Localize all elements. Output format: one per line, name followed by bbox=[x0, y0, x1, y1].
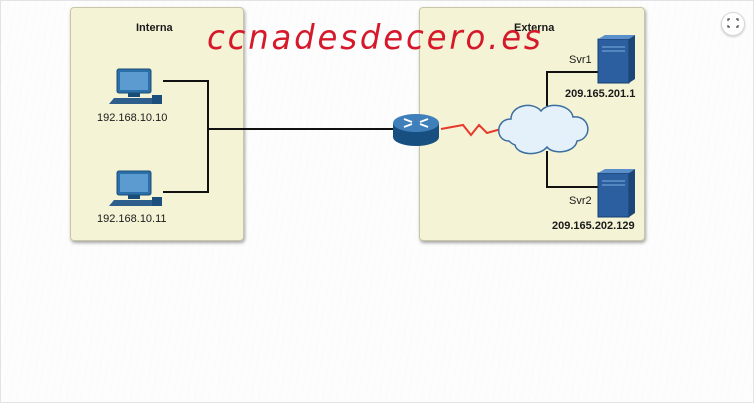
zone-externa-title: Externa bbox=[514, 22, 555, 34]
svr2-label: Svr2 bbox=[569, 195, 592, 207]
pc1-ip: 192.168.10.10 bbox=[97, 112, 168, 124]
pc2-label: PC2 bbox=[124, 175, 144, 186]
zone-interna-title: Interna bbox=[136, 22, 173, 34]
watermark-text: ccnadesdecero.es bbox=[207, 18, 544, 58]
pc1-label: PC1 bbox=[124, 73, 144, 84]
svr1-ip: 209.165.201.1 bbox=[565, 88, 636, 100]
internet-label: Internet bbox=[524, 121, 562, 133]
router-r2-label: R2 bbox=[409, 134, 421, 144]
pc2-ip: 192.168.10.11 bbox=[97, 213, 167, 225]
expand-button[interactable] bbox=[721, 12, 745, 36]
svr1-label: Svr1 bbox=[569, 54, 592, 66]
svr2-ip: 209.165.202.129 bbox=[552, 220, 635, 232]
